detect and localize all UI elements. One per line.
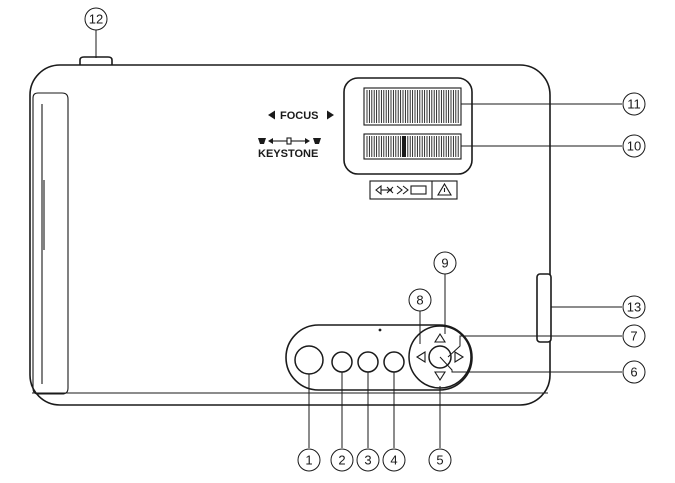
control-panel bbox=[285, 324, 473, 391]
callout-6: 6 bbox=[622, 360, 646, 384]
callout-9: 9 bbox=[433, 251, 457, 275]
svg-text:1: 1 bbox=[305, 453, 312, 468]
callout-7: 7 bbox=[622, 324, 646, 348]
callout-11: 11 bbox=[622, 92, 646, 116]
callout-3: 3 bbox=[356, 448, 380, 472]
side-port bbox=[536, 273, 552, 343]
focus-text: FOCUS bbox=[280, 110, 319, 122]
svg-text:8: 8 bbox=[416, 293, 423, 308]
button-2[interactable] bbox=[331, 351, 353, 373]
lens-assembly bbox=[343, 77, 473, 175]
focus-label: FOCUS bbox=[268, 110, 334, 122]
focus-left-arrow-icon bbox=[268, 110, 275, 120]
svg-text:5: 5 bbox=[436, 453, 443, 468]
svg-text:13: 13 bbox=[627, 300, 641, 315]
keystone-wheel[interactable] bbox=[363, 133, 462, 160]
power-button[interactable] bbox=[294, 345, 324, 375]
callout-8: 8 bbox=[408, 288, 432, 312]
focus-wheel[interactable] bbox=[363, 87, 462, 126]
leader-lines bbox=[95, 30, 622, 448]
callout-5: 5 bbox=[428, 448, 452, 472]
svg-text:3: 3 bbox=[364, 453, 371, 468]
svg-text:11: 11 bbox=[627, 97, 641, 112]
warning-triangle-icon bbox=[437, 182, 452, 196]
left-arrow-icon[interactable] bbox=[415, 351, 426, 363]
callout-4: 4 bbox=[382, 448, 406, 472]
up-arrow-icon[interactable] bbox=[434, 332, 446, 343]
keystone-label: KEYSTONE bbox=[258, 137, 321, 160]
svg-text:7: 7 bbox=[630, 329, 637, 344]
svg-text:10: 10 bbox=[627, 139, 641, 154]
svg-text:6: 6 bbox=[630, 365, 637, 380]
callout-13: 13 bbox=[622, 295, 646, 319]
warning-label bbox=[369, 180, 458, 200]
svg-text:2: 2 bbox=[338, 453, 345, 468]
button-3[interactable] bbox=[357, 351, 379, 373]
svg-text:4: 4 bbox=[390, 453, 397, 468]
right-arrow-icon[interactable] bbox=[454, 351, 465, 363]
callout-10: 10 bbox=[622, 134, 646, 158]
svg-text:9: 9 bbox=[441, 256, 448, 271]
indicator-led bbox=[378, 328, 382, 332]
svg-text:12: 12 bbox=[89, 12, 103, 27]
callout-2: 2 bbox=[330, 448, 354, 472]
keystone-text: KEYSTONE bbox=[258, 148, 318, 160]
callout-1: 1 bbox=[297, 448, 321, 472]
button-4[interactable] bbox=[383, 351, 405, 373]
keystone-scale-icon bbox=[258, 137, 321, 145]
callout-12: 12 bbox=[84, 7, 108, 31]
down-arrow-icon[interactable] bbox=[434, 371, 446, 382]
top-post bbox=[79, 56, 113, 67]
focus-right-arrow-icon bbox=[327, 110, 334, 120]
